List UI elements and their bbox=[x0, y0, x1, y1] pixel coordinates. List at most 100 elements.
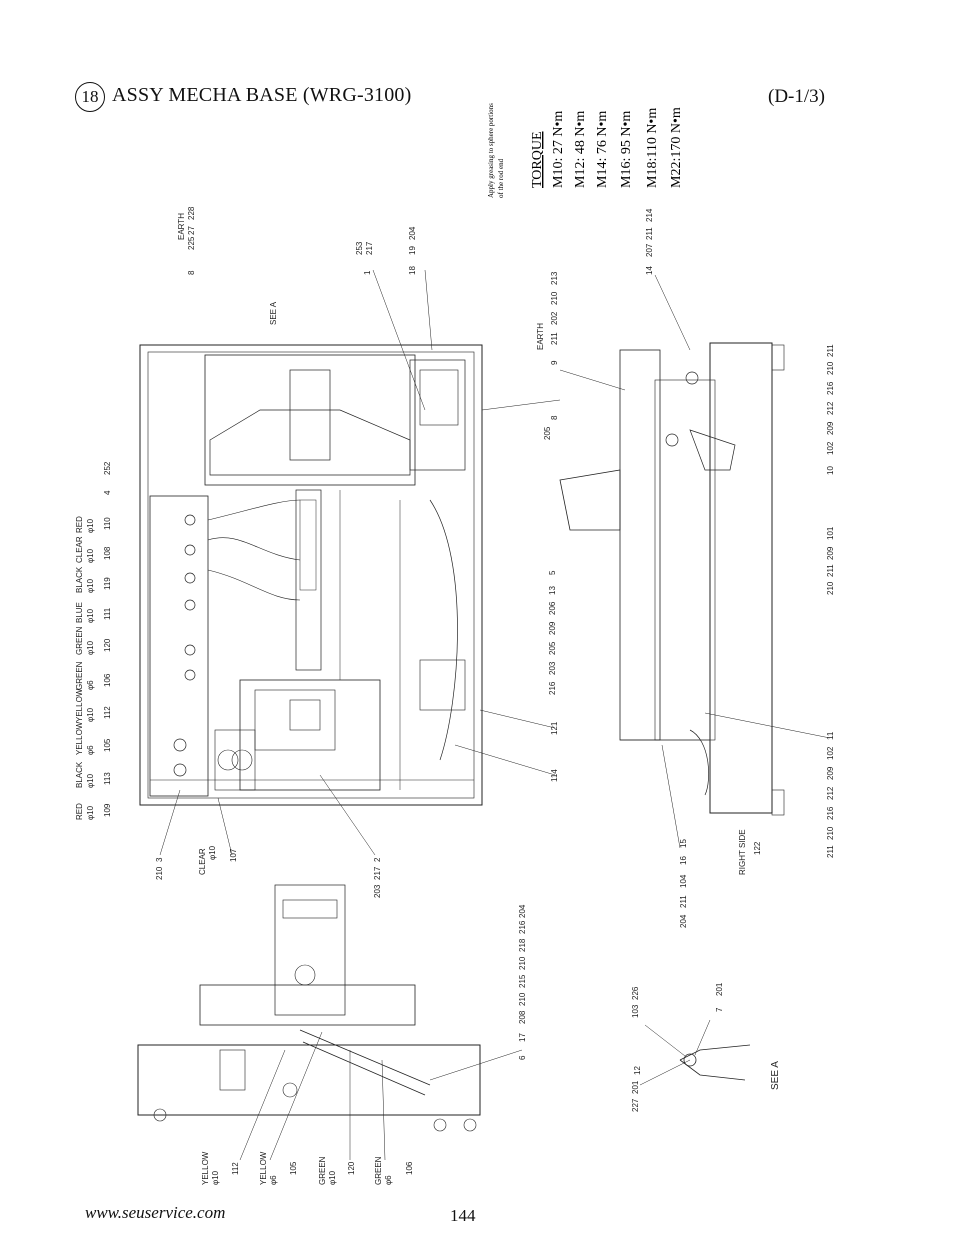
hose-size: φ10 bbox=[328, 1170, 337, 1185]
hose-size: φ6 bbox=[86, 680, 95, 690]
hose-color: GREEN bbox=[75, 661, 84, 690]
section-number-badge: 18 bbox=[75, 82, 105, 112]
callout: 216 bbox=[826, 381, 835, 395]
callout-labels: 8 225 27 228 EARTH 1 253 217 18 19 204 9… bbox=[103, 206, 835, 928]
hose-num: 112 bbox=[231, 1162, 240, 1175]
callout: 122 bbox=[753, 841, 762, 855]
see-a-labels: 103 226 7 201 12 227 201 SEE A bbox=[631, 982, 781, 1112]
hose-num: 106 bbox=[405, 1161, 414, 1175]
hose-size: φ10 bbox=[211, 1170, 220, 1185]
hose-size: φ10 bbox=[86, 773, 95, 788]
callout: 5 bbox=[548, 570, 557, 575]
hose-num: 105 bbox=[103, 738, 112, 752]
callout: 19 bbox=[408, 246, 417, 255]
hose-num: 108 bbox=[103, 546, 112, 560]
torque-value: M16: 95 N•m bbox=[619, 111, 634, 188]
callout: 210 bbox=[550, 291, 559, 305]
callout: 209 bbox=[826, 421, 835, 435]
hose-color: YELLOW bbox=[259, 1151, 268, 1185]
callout: 1 bbox=[363, 270, 372, 275]
hose-color: GREEN bbox=[75, 626, 84, 655]
callout: 210 bbox=[155, 866, 164, 880]
callout: 253 bbox=[355, 241, 364, 255]
hose-num: 120 bbox=[347, 1161, 356, 1175]
hose-num: 105 bbox=[289, 1161, 298, 1175]
callout: 213 bbox=[550, 271, 559, 285]
hose-size: φ10 bbox=[86, 578, 95, 593]
hose-fittings bbox=[173, 514, 196, 777]
bottom-view-labels: 6 17 208 210 215 210 218 216 204 YELLOW … bbox=[201, 904, 527, 1185]
see-a-title: SEE A bbox=[770, 1061, 781, 1090]
callout: 103 bbox=[631, 1004, 640, 1018]
torque-value: M12: 48 N•m bbox=[573, 111, 588, 188]
callout: 206 bbox=[548, 601, 557, 615]
callout: 121 bbox=[550, 721, 559, 735]
hose-color: BLACK bbox=[75, 566, 84, 593]
hose-num: 111 bbox=[103, 607, 112, 620]
callout: 204 bbox=[408, 226, 417, 240]
right-side-view bbox=[559, 342, 785, 816]
callout: 211 bbox=[550, 332, 559, 345]
callout: 203 bbox=[373, 884, 382, 898]
callout: 216 bbox=[518, 920, 527, 934]
hose-num: 112 bbox=[103, 706, 112, 719]
hose-color: YELLOW bbox=[75, 721, 84, 755]
callout: 201 bbox=[631, 1080, 640, 1094]
callout: 215 bbox=[518, 974, 527, 988]
callout: 216 bbox=[826, 806, 835, 820]
callout: 17 bbox=[518, 1033, 527, 1042]
grease-note-line2: of the rod end bbox=[497, 158, 505, 198]
callout: 227 bbox=[631, 1098, 640, 1112]
callout: 101 bbox=[826, 526, 835, 540]
callout: 209 bbox=[826, 546, 835, 560]
callout: EARTH bbox=[177, 213, 186, 240]
callout: 210 bbox=[826, 361, 835, 375]
callout: 4 bbox=[103, 490, 112, 495]
callout: 225 bbox=[187, 236, 196, 250]
hose-color: GREEN bbox=[374, 1156, 383, 1185]
callout: 209 bbox=[826, 766, 835, 780]
callout: 211 bbox=[826, 344, 835, 357]
callout: 212 bbox=[826, 401, 835, 415]
hose-color: CLEAR bbox=[75, 536, 84, 563]
page-number: 144 bbox=[450, 1206, 476, 1225]
grease-note-line1: Apply greasing to sphere portions bbox=[487, 103, 495, 198]
callout: 15 bbox=[679, 839, 688, 848]
callout: 212 bbox=[826, 786, 835, 800]
hose-color: GREEN bbox=[318, 1156, 327, 1185]
hose-num: 109 bbox=[103, 803, 112, 817]
callout: 11 bbox=[826, 731, 835, 740]
hose-color: BLUE bbox=[75, 602, 84, 623]
main-top-view bbox=[139, 344, 483, 806]
callout: 210 bbox=[826, 826, 835, 840]
callout: 8 bbox=[187, 270, 196, 275]
page-title: ASSY MECHA BASE (WRG-3100) bbox=[112, 84, 412, 106]
torque-table: TORQUE M10: 27 N•m M12: 48 N•m M14: 76 N… bbox=[530, 107, 684, 188]
callout: 214 bbox=[645, 208, 654, 222]
bottom-view bbox=[137, 884, 481, 1132]
callout: 217 bbox=[365, 241, 374, 255]
callout: EARTH bbox=[536, 323, 545, 350]
footer-url: www.seuservice.com bbox=[85, 1203, 226, 1222]
hose-size: φ10 bbox=[86, 608, 95, 623]
torque-value: M14: 76 N•m bbox=[595, 111, 610, 188]
callout: 211 bbox=[826, 564, 835, 577]
callout: 210 bbox=[826, 581, 835, 595]
hose-num: 113 bbox=[103, 772, 112, 785]
callout: 27 bbox=[187, 226, 196, 235]
callout: 211 bbox=[679, 895, 688, 908]
callout: 211 bbox=[645, 227, 654, 240]
callout: 203 bbox=[548, 661, 557, 675]
hose-color: RED bbox=[75, 516, 84, 533]
see-a-label: SEE A bbox=[269, 301, 278, 325]
callout: 7 bbox=[715, 1007, 724, 1012]
leader-lines bbox=[159, 269, 831, 1161]
callout: 205 bbox=[543, 426, 552, 440]
callout: 210 bbox=[518, 992, 527, 1006]
callout: 107 bbox=[229, 848, 238, 862]
callout: 2 bbox=[373, 857, 382, 862]
callout: 209 bbox=[548, 621, 557, 635]
callout: 13 bbox=[548, 586, 557, 595]
callout: 217 bbox=[373, 866, 382, 880]
